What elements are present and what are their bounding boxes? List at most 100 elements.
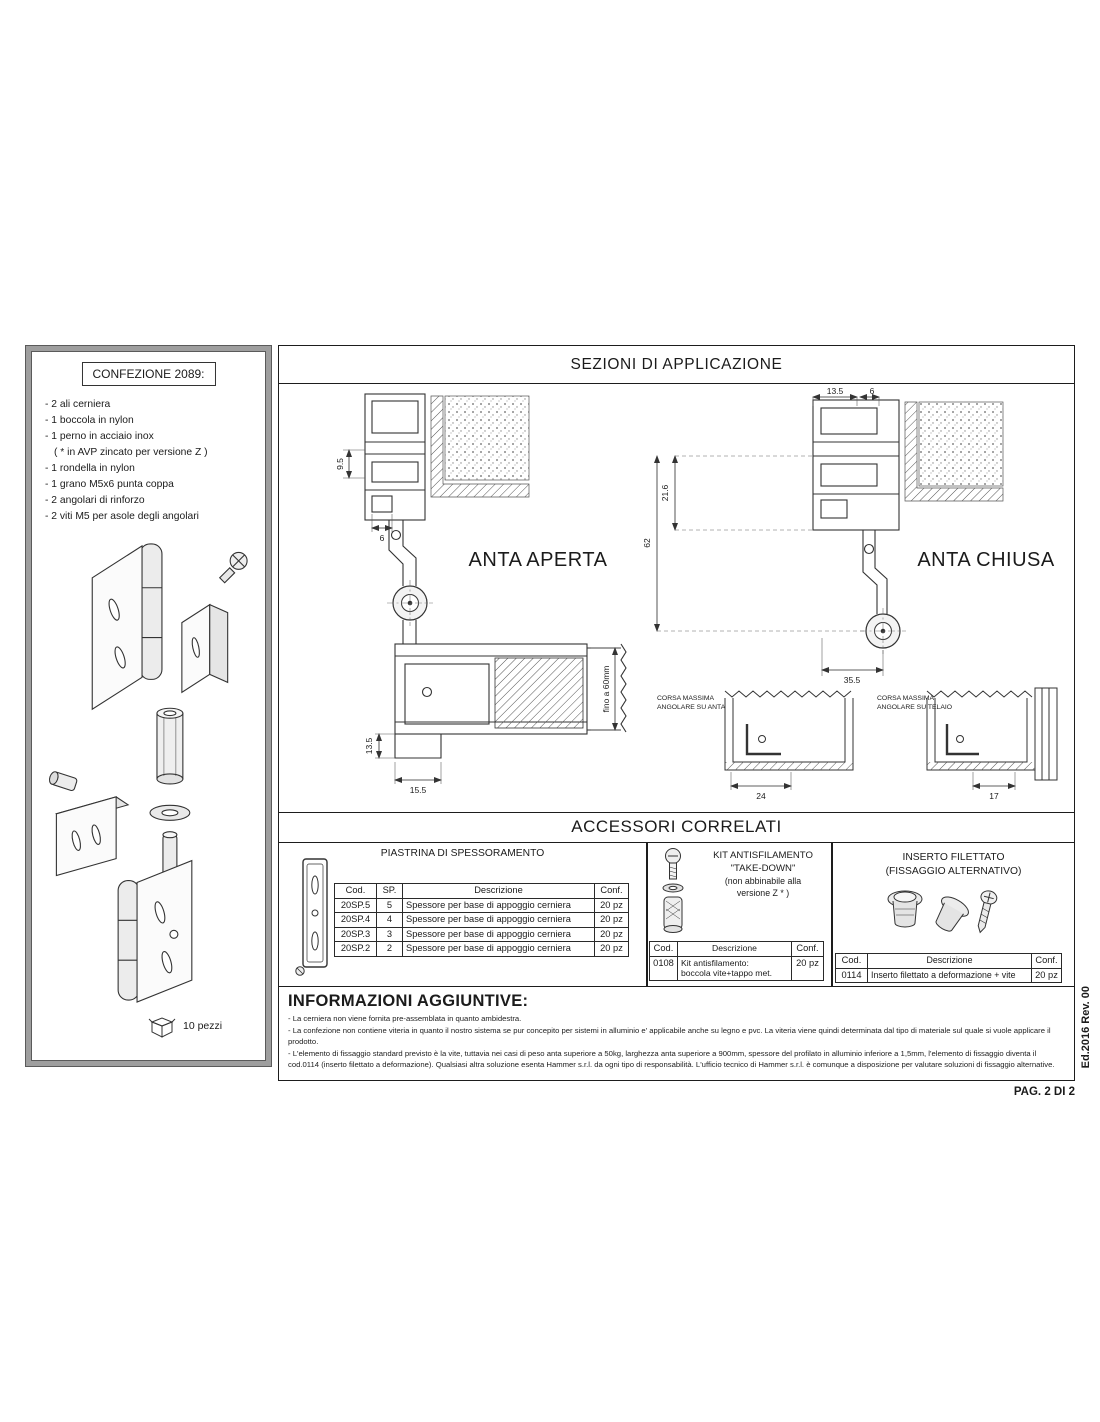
additional-info-section: INFORMAZIONI AGGIUNTIVE: - La cerniera n… xyxy=(279,988,1074,1082)
confezione-item: - 2 ali cerniera xyxy=(45,399,111,410)
cell: 0108 xyxy=(649,955,678,982)
cell: 20 pz xyxy=(594,941,629,958)
hinge-leaf-bottom xyxy=(117,859,193,1003)
corsa-anta-label: CORSA MASSIMA xyxy=(657,695,714,702)
confezione-item: - 1 boccola in nylon xyxy=(45,414,134,426)
cell: 20 pz xyxy=(1031,967,1062,984)
info-line: - La cerniera non viene fornita pre-asse… xyxy=(288,1014,522,1023)
page-number: PAG. 2 DI 2 xyxy=(1013,1086,1075,1098)
cell: Spessore per base di appoggio cerniera xyxy=(402,912,595,928)
corsa-anta-drawing: CORSA MASSIMA ANGOLARE SU ANTA 24 xyxy=(657,690,854,801)
table-row: 20SP.4 4 Spessore per base di appoggio c… xyxy=(334,912,629,928)
accessories-section: PIASTRINA DI SPESSORAMENTO Cod. SP. Desc… xyxy=(279,843,1074,987)
confezione-item: ( * in AVP zincato per versione Z ) xyxy=(54,446,208,458)
frame-profile-section xyxy=(812,399,900,614)
screw-drawing xyxy=(218,551,248,584)
dim-label-35-5: 35.5 xyxy=(844,675,861,685)
confezione-item: - 1 grano M5x6 punta coppa xyxy=(45,478,174,490)
inserto-table: Cod. Descrizione Conf. 0114 Inserto file… xyxy=(835,953,1062,984)
table-header-row: Cod. SP. Descrizione Conf. xyxy=(334,883,629,899)
cell: Spessore per base di appoggio cerniera xyxy=(402,897,595,914)
spacer-plate-drawing xyxy=(295,858,328,976)
hinge-leaf-top xyxy=(91,543,163,711)
dim-label-15-5: 15.5 xyxy=(410,785,427,795)
col-header: Descrizione xyxy=(402,883,595,899)
info-line: - L'elemento di fissaggio standard previ… xyxy=(288,1048,1055,1070)
confezione-item: - 1 perno in acciaio inox xyxy=(45,430,154,442)
application-sections-drawing: 9.5 6 13.5 15.5 fino a 60mm ANTA APERTA xyxy=(335,386,1058,801)
svg-text:ANGOLARE SU TELAIO: ANGOLARE SU TELAIO xyxy=(877,704,952,711)
info-line: - La confezione non contiene viteria in … xyxy=(288,1025,1051,1047)
confezione-title: CONFEZIONE 2089: xyxy=(81,362,216,386)
cell: Spessore per base di appoggio cerniera xyxy=(402,926,595,943)
dim-label-9-5: 9.5 xyxy=(335,458,345,470)
table-row: 0108 Kit antisfilamento: boccola vite+ta… xyxy=(649,955,824,982)
quantity-label: 10 pezzi xyxy=(183,1020,223,1032)
anta-chiusa-label: ANTA CHIUSA xyxy=(917,549,1055,571)
confezione-item: - 2 angolari di rinforzo xyxy=(45,494,145,506)
col-header: Descrizione xyxy=(677,941,792,957)
cell: 20SP.4 xyxy=(334,912,377,928)
svg-text:ANGOLARE SU ANTA: ANGOLARE SU ANTA xyxy=(657,704,726,711)
cell: 20 pz xyxy=(594,912,629,928)
additional-info-title: INFORMAZIONI AGGIUNTIVE: xyxy=(288,992,529,1010)
cell: 20 pz xyxy=(594,897,629,914)
table-header-row: Cod. Descrizione Conf. xyxy=(835,953,1062,969)
cell: 5 xyxy=(376,897,403,914)
table-row: 0114 Inserto filettato a deformazione + … xyxy=(835,967,1062,984)
table-header-row: Cod. Descrizione Conf. xyxy=(649,941,824,957)
anta-aperta-label: ANTA APERTA xyxy=(469,549,608,571)
frame-profile-section xyxy=(364,393,426,644)
hinge-exploded-drawing xyxy=(48,543,248,1003)
col-header: Descrizione xyxy=(867,953,1032,969)
confezione-item-list: - 2 ali cerniera - 1 boccola in nylon - … xyxy=(45,397,208,525)
cell: 0114 xyxy=(835,967,868,984)
table-row: 20SP.3 3 Spessore per base di appoggio c… xyxy=(334,926,629,943)
confezione-panel: CONFEZIONE 2089: - 2 ali cerniera - 1 bo… xyxy=(25,345,272,1067)
confezione-item: - 1 rondella in nylon xyxy=(45,462,135,474)
col-header: Cod. xyxy=(334,883,377,899)
nylon-bushing xyxy=(156,707,184,785)
cell: Inserto filettato a deformazione + vite xyxy=(867,967,1032,984)
cell: 20SP.3 xyxy=(334,926,377,943)
anta-aperta-drawing: 9.5 6 13.5 15.5 fino a 60mm ANTA APERTA xyxy=(335,393,627,795)
dim-label-6: 6 xyxy=(380,533,385,543)
kit-takedown-drawing xyxy=(662,848,684,933)
confezione-item: - 2 viti M5 per asole degli angolari xyxy=(45,510,199,522)
anta-chiusa-drawing: 13.5 6 21.6 62 35.5 ANTA CHIUSA xyxy=(642,386,1055,685)
dim-label-21-6: 21.6 xyxy=(660,484,670,501)
dim-label-13-5: 13.5 xyxy=(364,737,374,754)
dim-label-6: 6 xyxy=(870,386,875,396)
accessories-title: ACCESSORI CORRELATI xyxy=(279,812,1074,843)
cell: 2 xyxy=(376,941,403,958)
column-divider xyxy=(646,843,648,986)
cell: 20 pz xyxy=(791,955,824,982)
wall-plaster-hatch xyxy=(904,401,1004,502)
cell: 20SP.5 xyxy=(334,897,377,914)
inserto-title: INSERTO FILETTATO (FISSAGGIO ALTERNATIVO… xyxy=(885,852,1022,878)
dim-label-13-5: 13.5 xyxy=(827,386,844,396)
threaded-insert-drawing xyxy=(887,890,998,934)
nylon-washer xyxy=(149,804,191,821)
wall-plaster-hatch xyxy=(430,395,530,498)
dim-label-62: 62 xyxy=(642,538,652,548)
carton-box-icon xyxy=(148,1017,176,1038)
corsa-telaio-label: CORSA MASSIMA xyxy=(877,695,934,702)
cell: 4 xyxy=(376,912,403,928)
angle-bracket-bottom xyxy=(55,796,130,877)
cell: Kit antisfilamento: boccola vite+tappo m… xyxy=(677,955,792,982)
col-header: Cod. xyxy=(649,941,678,957)
piastrina-table: Cod. SP. Descrizione Conf. 20SP.5 5 Spes… xyxy=(334,883,629,958)
piastrina-title: PIASTRINA DI SPESSORAMENTO xyxy=(380,848,545,859)
corsa-telaio-drawing: CORSA MASSIMA ANGOLARE SU TELAIO 17 xyxy=(877,687,1058,801)
dim-label-17: 17 xyxy=(989,791,999,801)
set-screw xyxy=(48,771,78,792)
kit-title: KIT ANTISFILAMENTO "TAKE-DOWN" (non abbi… xyxy=(713,850,813,898)
wall-section xyxy=(918,401,1004,487)
col-header: Conf. xyxy=(791,941,824,957)
cell: 20 pz xyxy=(594,926,629,943)
column-divider xyxy=(831,843,833,986)
dim-label-24: 24 xyxy=(756,791,766,801)
table-row: 20SP.2 2 Spessore per base di appoggio c… xyxy=(334,941,629,958)
sections-title: SEZIONI DI APPLICAZIONE xyxy=(279,346,1074,384)
